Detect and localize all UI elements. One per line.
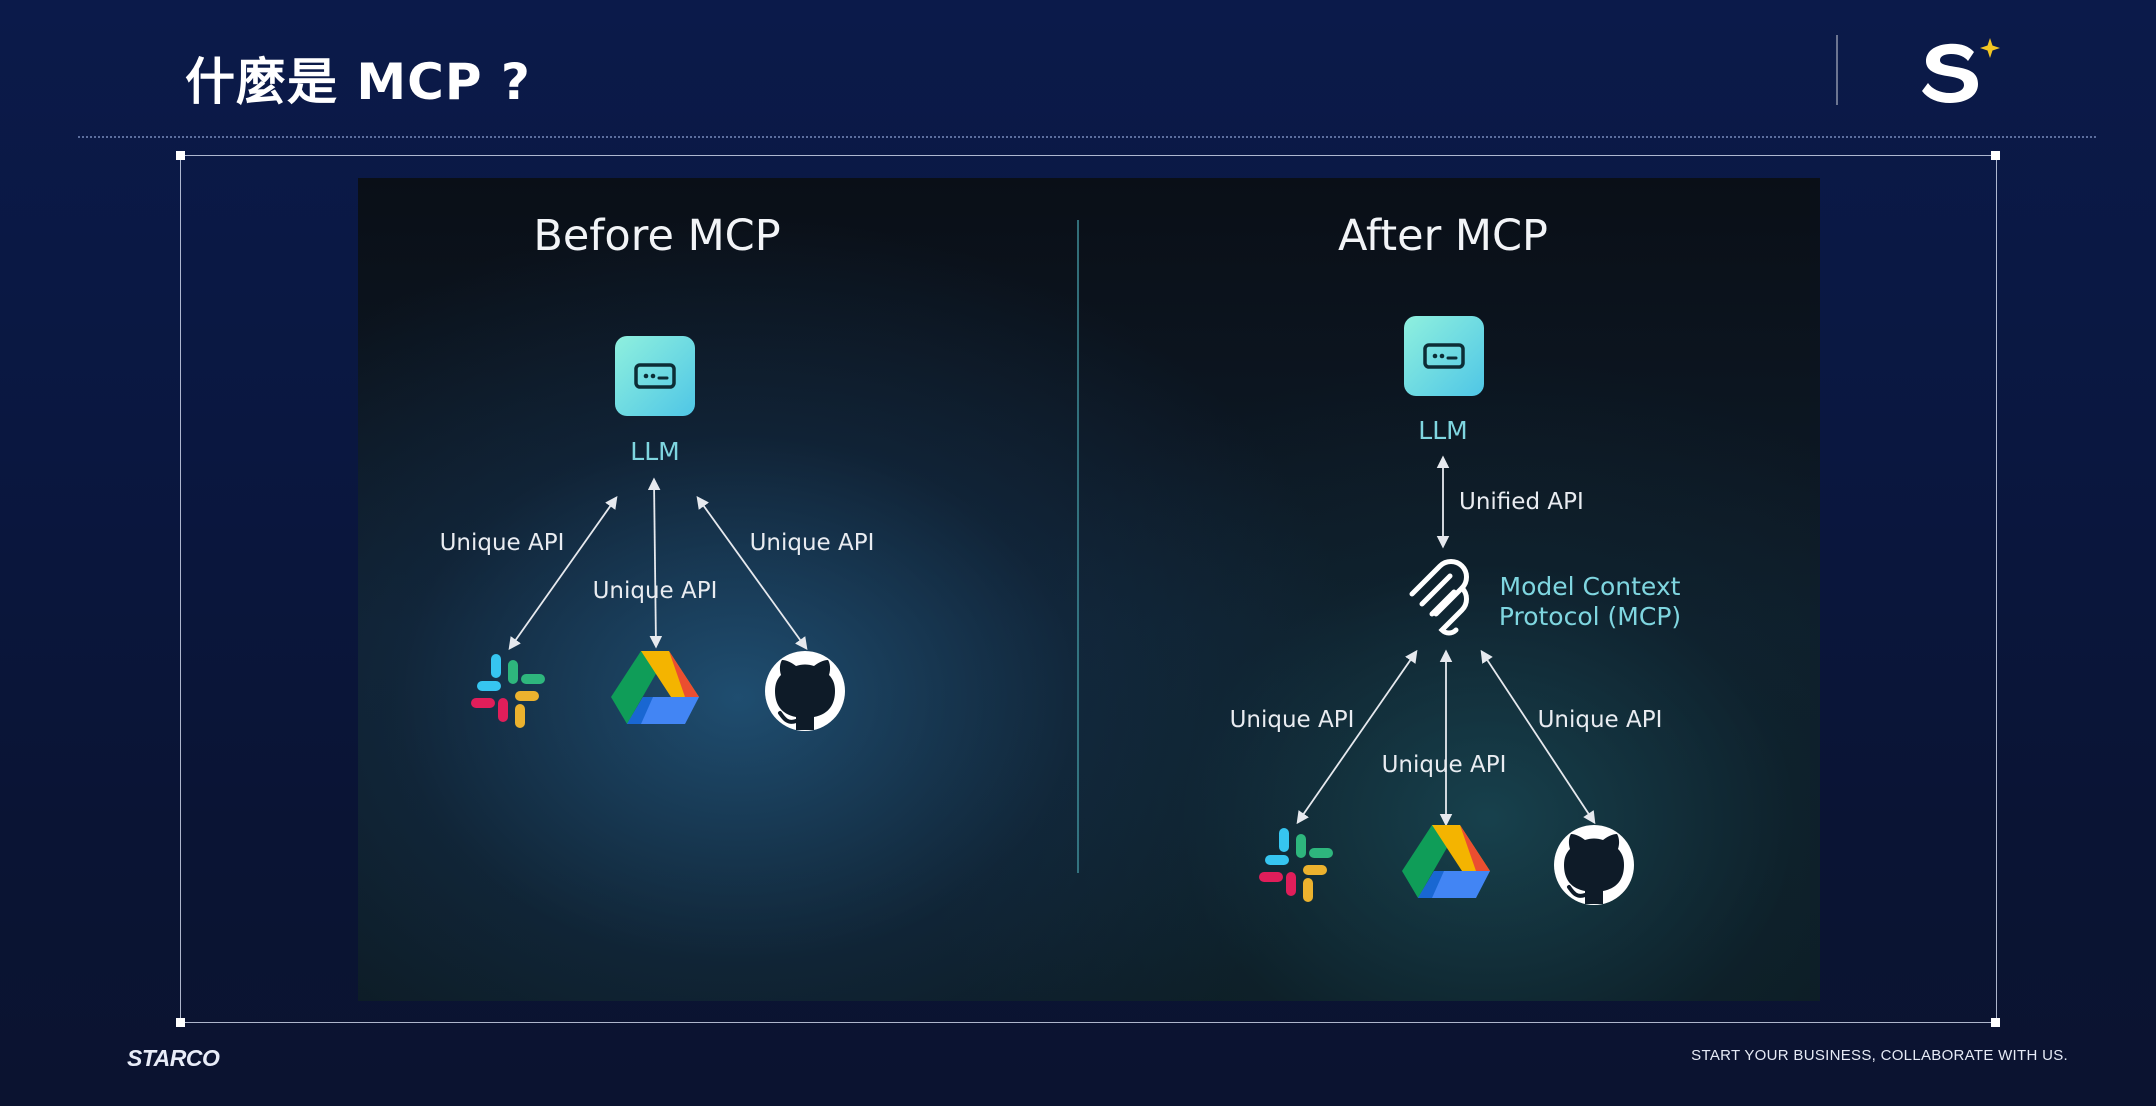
after-edge-label-drive: Unique API xyxy=(1382,752,1507,778)
mcp-label-line1: Model Context xyxy=(1500,572,1681,601)
before-arrow-drive xyxy=(647,477,663,649)
before-edge-label-drive: Unique API xyxy=(593,578,718,604)
after-unified-label: Unified API xyxy=(1459,489,1584,515)
after-github-icon xyxy=(1552,823,1636,907)
footer-logo: STARCO xyxy=(127,1045,220,1071)
after-llm-label: LLM xyxy=(1418,416,1467,445)
before-arrow-slack xyxy=(508,495,618,651)
before-arrow-github xyxy=(696,495,808,651)
before-edge-label-github: Unique API xyxy=(750,530,875,556)
before-google-drive-icon xyxy=(611,651,699,724)
mcp-label-line2: Protocol (MCP) xyxy=(1499,602,1681,631)
before-edge-label-slack: Unique API xyxy=(440,530,565,556)
frame-handle xyxy=(1991,151,2000,160)
after-mcp-heading: After MCP xyxy=(1338,211,1548,261)
after-google-drive-icon xyxy=(1402,825,1490,898)
dotted-rule xyxy=(78,136,2096,138)
mcp-logo-icon xyxy=(1409,559,1469,636)
footer-tagline: START YOUR BUSINESS, COLLABORATE WITH US… xyxy=(1691,1047,2068,1064)
before-llm-icon xyxy=(613,334,697,418)
after-slack-icon xyxy=(1259,828,1333,902)
mcp-diagram-figure: Before MCP LLM Unique API Unique API Uni… xyxy=(358,178,1820,1001)
after-llm-icon xyxy=(1402,314,1486,398)
content-frame xyxy=(180,155,1997,1023)
brand-s-mark xyxy=(1922,43,1978,103)
frame-handle xyxy=(1991,1018,2000,1027)
brand-logo xyxy=(1922,38,2000,103)
header-divider xyxy=(1836,35,1838,105)
before-slack-icon xyxy=(471,654,545,728)
after-edge-label-github: Unique API xyxy=(1538,707,1663,733)
frame-handle xyxy=(176,151,185,160)
brand-star-icon xyxy=(1980,38,2000,58)
before-llm-label: LLM xyxy=(630,437,679,466)
before-mcp-heading: Before MCP xyxy=(533,211,780,261)
after-edge-label-slack: Unique API xyxy=(1230,707,1355,733)
before-github-icon xyxy=(763,649,847,733)
after-arrow-github xyxy=(1480,649,1596,825)
slide-title: 什麼是 MCP ? xyxy=(185,53,531,111)
frame-handle xyxy=(176,1018,185,1027)
after-arrow-slack xyxy=(1296,649,1418,825)
